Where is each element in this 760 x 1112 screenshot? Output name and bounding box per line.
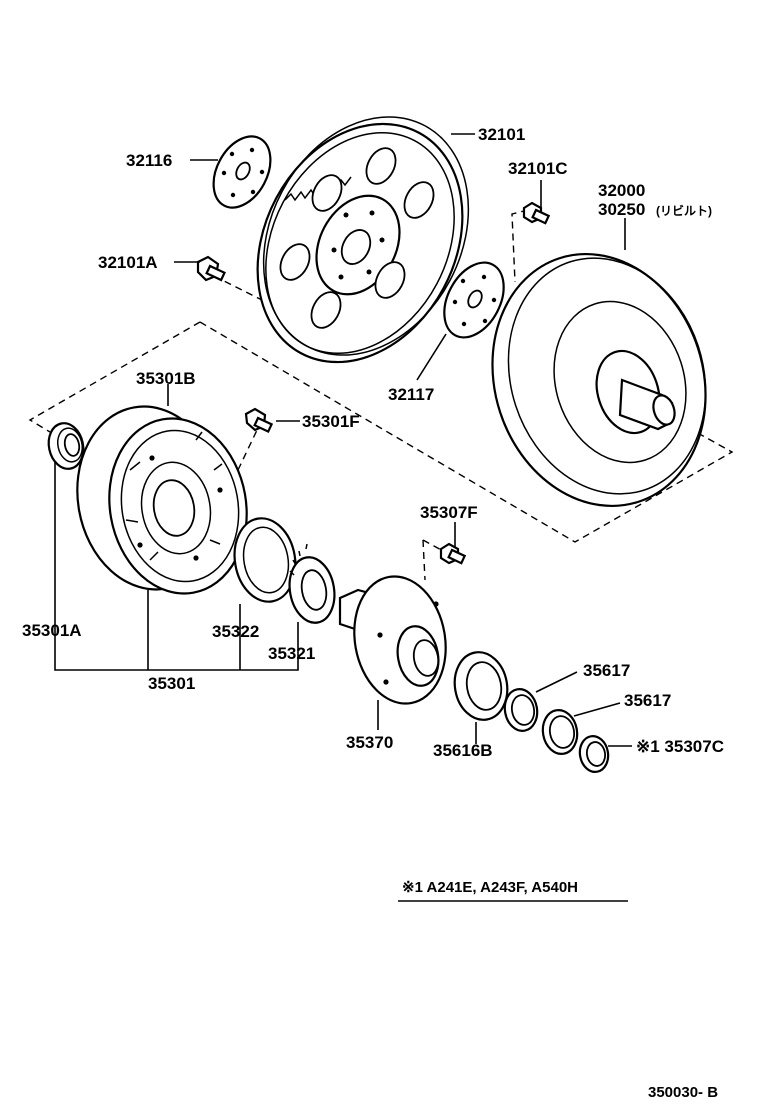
- label-35301: 35301: [148, 674, 195, 693]
- drive-plate-32101: [256, 116, 470, 364]
- guide-lines: [28, 209, 734, 581]
- drive-gear-35321: [288, 543, 336, 624]
- bolt-35301F: [244, 407, 274, 434]
- part-labels: 32101 32116 32101C 32000 30250 (リビルト) 32…: [22, 125, 724, 760]
- label-32117: 32117: [388, 385, 434, 404]
- driven-gear-35322: [233, 517, 297, 603]
- snap-ring-35617-b: [541, 709, 579, 755]
- label-35301A: 35301A: [22, 621, 82, 640]
- label-35617-a: 35617: [583, 661, 630, 680]
- footnote-text: ※1 A241E, A243F, A540H: [402, 879, 578, 896]
- label-32116: 32116: [126, 151, 172, 170]
- label-32101A: 32101A: [98, 253, 158, 272]
- oil-seal-35301A: [47, 422, 85, 470]
- bolt-35307F: [439, 542, 467, 565]
- torque-converter-32000: [491, 252, 707, 508]
- label-32101: 32101: [478, 125, 525, 144]
- seal-ring-35616B: [453, 651, 509, 721]
- seal-35307C: [578, 735, 610, 773]
- label-30250-note: (リビルト): [656, 203, 712, 218]
- diagram-code: 350030- B: [648, 1084, 718, 1101]
- label-35321: 35321: [268, 644, 315, 663]
- label-35617-b: 35617: [624, 691, 671, 710]
- bolt-32101C: [522, 201, 551, 225]
- applicability-footnote: ※1 A241E, A243F, A540H: [398, 879, 628, 902]
- spacer-32117: [443, 261, 505, 339]
- leader-lines: [54, 133, 632, 747]
- label-35370: 35370: [346, 733, 393, 752]
- bolt-32101A: [196, 255, 226, 282]
- label-35301F: 35301F: [302, 412, 360, 431]
- label-35307C: ※1 35307C: [636, 737, 724, 756]
- snap-ring-35617-a: [503, 688, 539, 732]
- label-32000: 32000: [598, 181, 645, 200]
- stator-shaft-35370: [338, 575, 447, 705]
- label-35307F: 35307F: [420, 503, 478, 522]
- label-35301B: 35301B: [136, 369, 196, 388]
- pump-body-35301B: [76, 405, 248, 595]
- spacer-32116: [212, 135, 272, 209]
- label-35616B: 35616B: [433, 741, 493, 760]
- label-32101C: 32101C: [508, 159, 568, 178]
- label-35322: 35322: [212, 622, 259, 641]
- label-30250: 30250: [598, 200, 645, 219]
